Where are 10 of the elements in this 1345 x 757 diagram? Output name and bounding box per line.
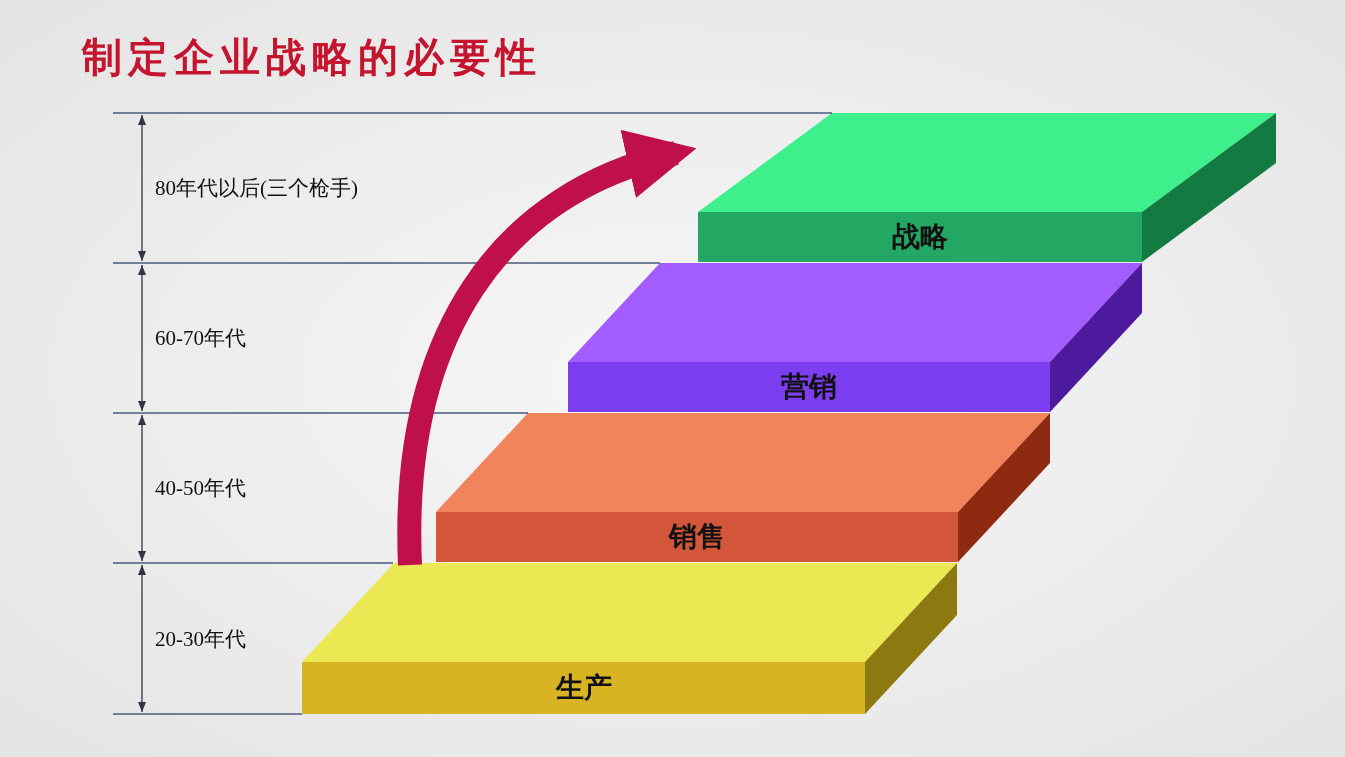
step-label: 战略 (892, 219, 948, 255)
curved-arrow (397, 132, 697, 566)
title: 制定企业战略的必要性 (82, 33, 542, 82)
step-label: 销售 (669, 519, 725, 555)
period-label: 80年代以后(三个枪手) (155, 175, 358, 202)
period-label: 60-70年代 (155, 325, 246, 352)
step-label: 生产 (555, 670, 612, 706)
step-label: 营销 (781, 369, 837, 405)
period-label: 20-30年代 (155, 625, 246, 653)
period-label: 40-50年代 (155, 475, 246, 502)
